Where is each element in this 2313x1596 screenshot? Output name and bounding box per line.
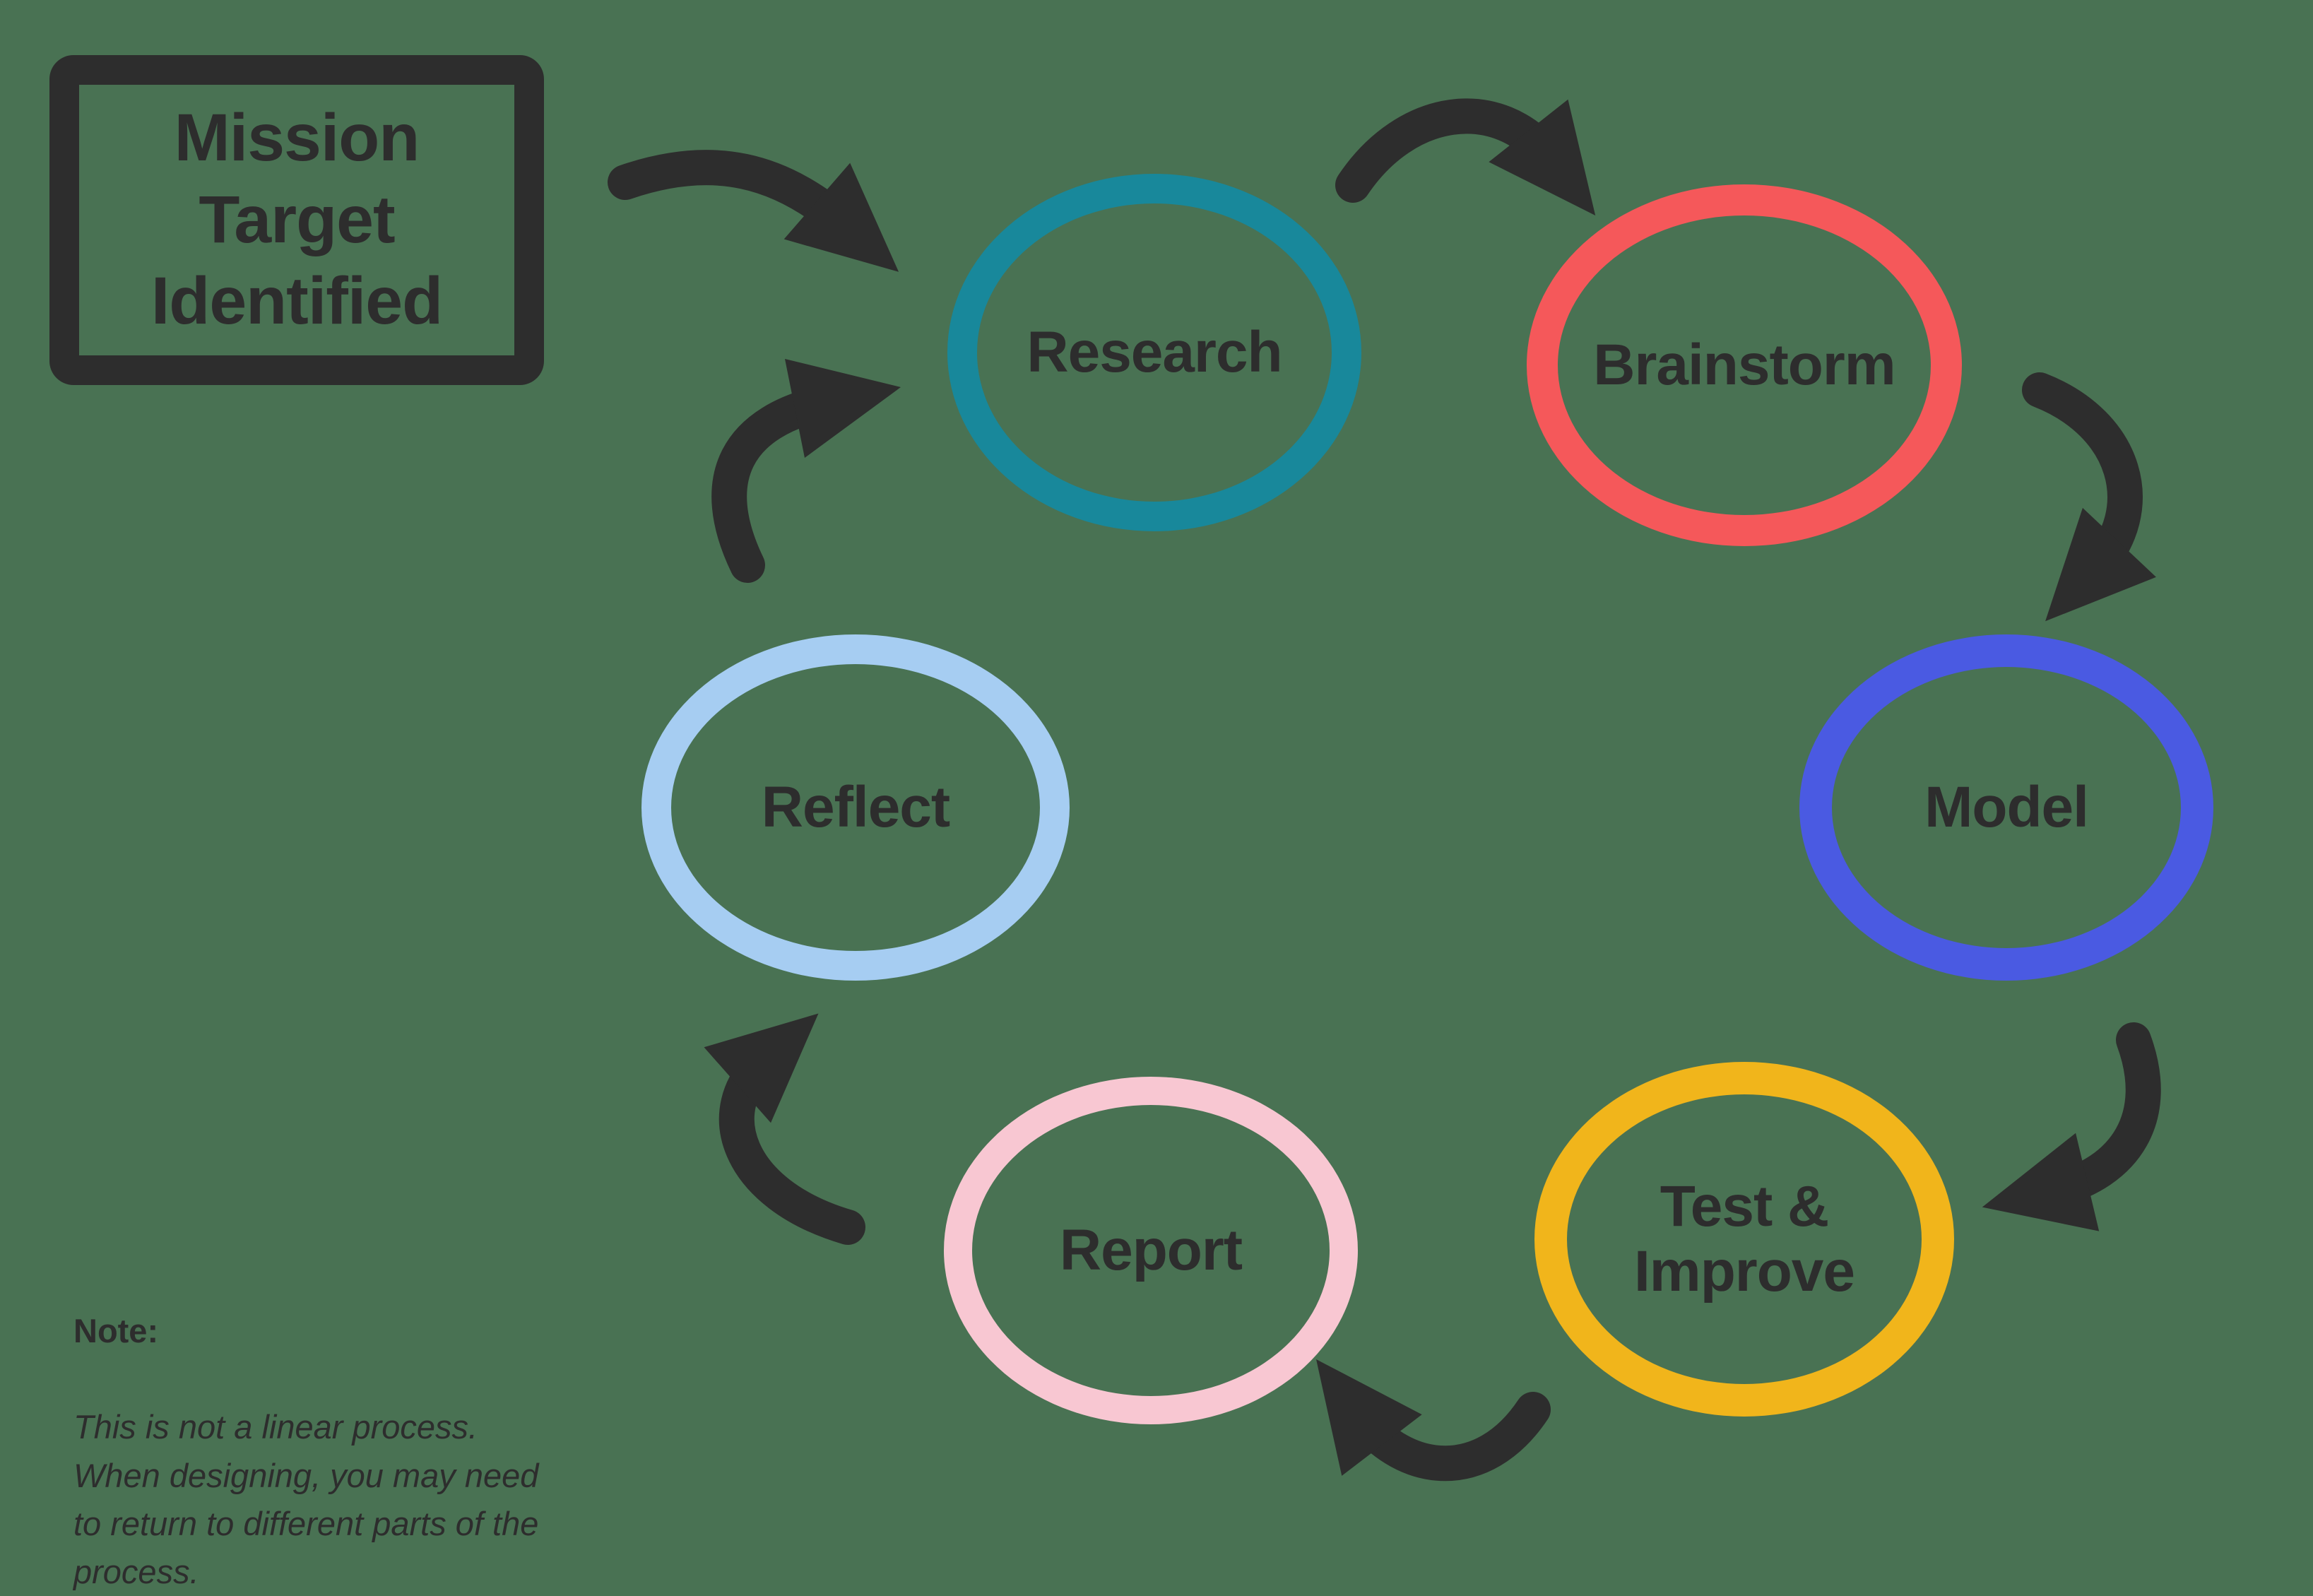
mission-target-label: Mission Target Identified xyxy=(150,100,443,339)
arrow-model-to-test-icon xyxy=(1982,1022,2161,1231)
process-note: Note: This is not a linear process. When… xyxy=(73,1259,766,1596)
step-circle-research: Research xyxy=(947,174,1361,531)
arrow-brainstorm-to-model-icon xyxy=(2022,372,2156,622)
step-label-research: Research xyxy=(1027,320,1282,385)
step-label-model: Model xyxy=(1924,775,2089,840)
step-label-report: Report xyxy=(1059,1218,1243,1283)
cycle-arrows xyxy=(608,98,2161,1482)
step-label-brainstorm: Brainstorm xyxy=(1593,333,1895,398)
arrow-test-to-report-icon xyxy=(1315,1359,1551,1482)
step-circle-brainstorm: Brainstorm xyxy=(1527,184,1962,546)
arrow-mission-to-research-icon xyxy=(608,150,899,272)
arrow-report-to-reflect-icon xyxy=(704,1013,865,1245)
page-background: { "colors": { "background": "#497253", "… xyxy=(49,55,2213,1590)
step-label-reflect: Reflect xyxy=(761,775,950,840)
mission-target-box: Mission Target Identified xyxy=(49,55,544,385)
step-circle-model: Model xyxy=(1799,634,2213,981)
note-text: This is not a linear process. When desig… xyxy=(73,1408,539,1590)
step-circle-report: Report xyxy=(944,1077,1358,1424)
note-label: Note: xyxy=(73,1312,159,1350)
arrow-reflect-to-research-icon xyxy=(711,359,901,583)
step-label-test-improve: Test & Improve xyxy=(1634,1174,1855,1304)
step-circle-test-improve: Test & Improve xyxy=(1534,1062,1954,1417)
arrow-research-to-brainstorm-icon xyxy=(1335,98,1596,215)
design-process-diagram: Mission Target Identified Research Brain… xyxy=(49,55,2213,1590)
step-circle-reflect: Reflect xyxy=(641,634,1070,981)
